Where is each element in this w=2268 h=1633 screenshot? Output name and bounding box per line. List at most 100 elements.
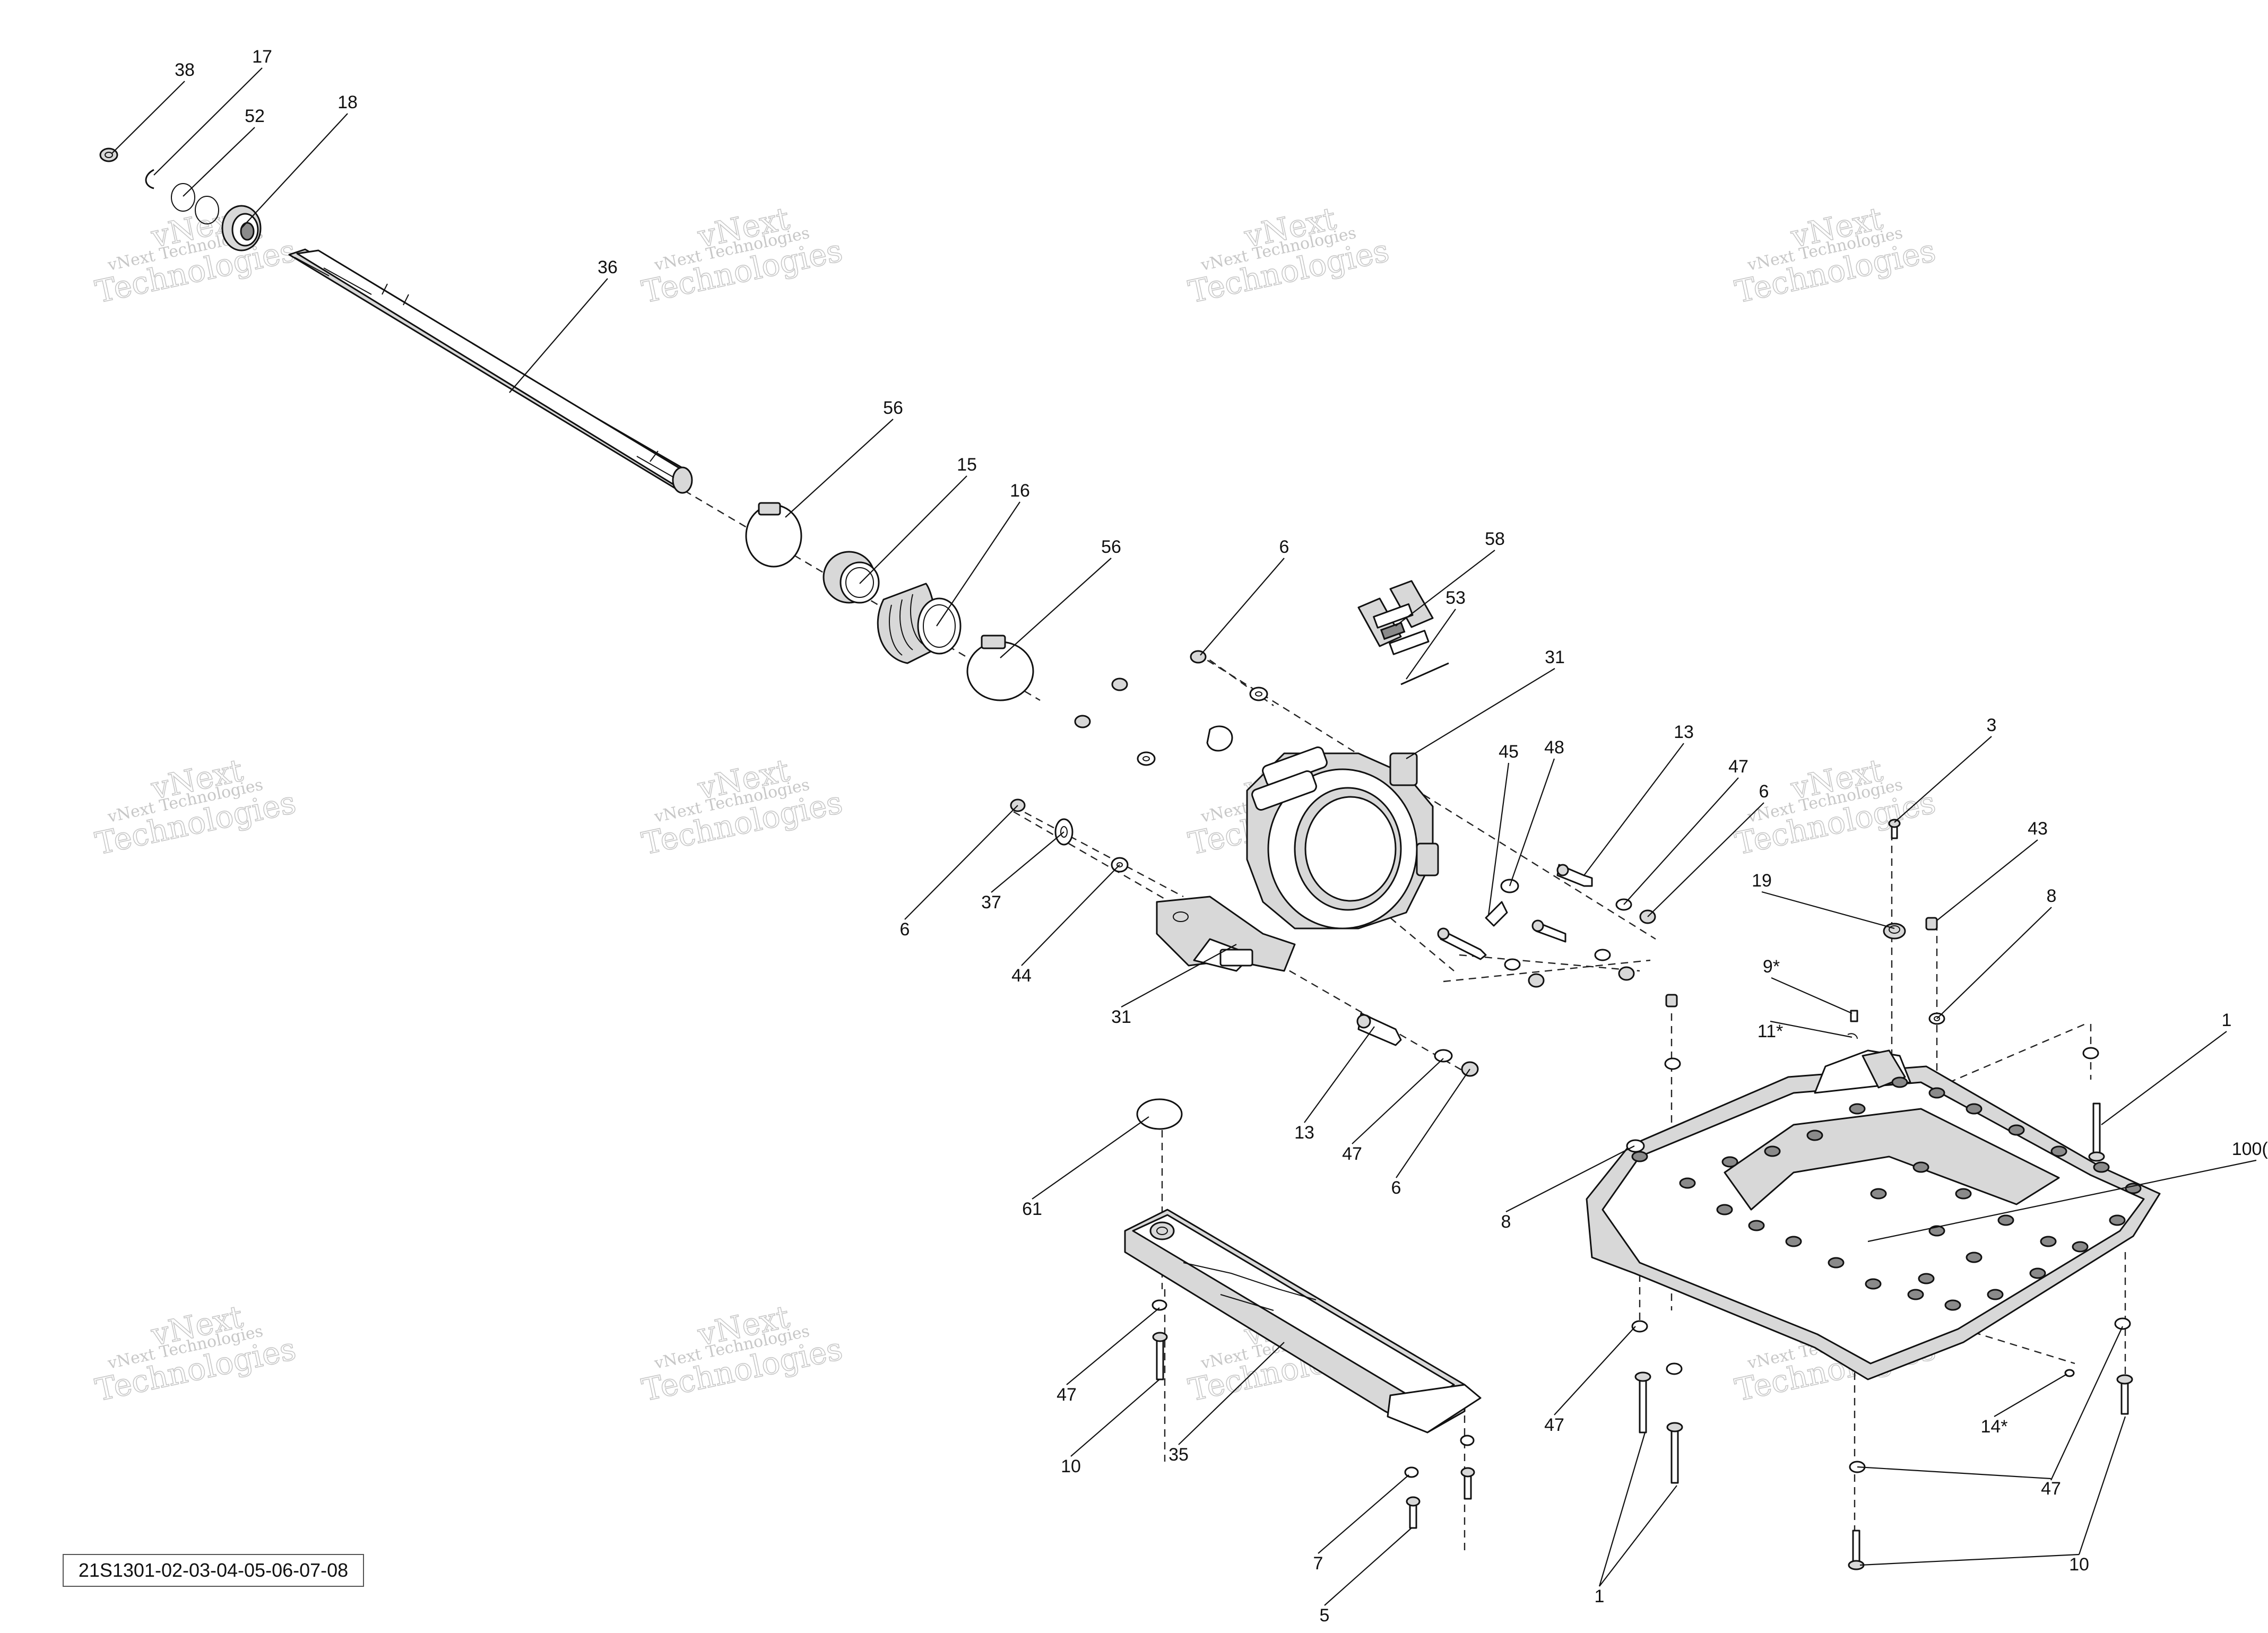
callout-label: 47	[2041, 1479, 2061, 1499]
plate-hole	[2109, 1214, 2126, 1226]
callout-leader	[1396, 1069, 1470, 1178]
callout-label: 6	[1759, 781, 1769, 802]
plate-hole	[2072, 1241, 2089, 1253]
mounting-plate	[1586, 1049, 2161, 1380]
drawing-code: 21S1301-02-03-04-05-06-07-08	[63, 1554, 364, 1587]
callout-leader	[1324, 1527, 1412, 1606]
plate-hole	[2093, 1161, 2110, 1173]
rubber-mounts-58	[1357, 580, 1434, 655]
callout-leader	[1304, 1026, 1375, 1123]
callout-leader	[1032, 1116, 1149, 1200]
plate-hole	[1966, 1103, 1983, 1115]
callout-leader	[1200, 558, 1285, 656]
plate-hole	[1928, 1225, 1945, 1237]
callout-label: 18	[337, 92, 358, 112]
plate-hole	[1966, 1252, 1983, 1263]
plate-hole	[1631, 1151, 1648, 1162]
callout-label: 3	[1987, 715, 1997, 735]
callout-label: 14*	[1980, 1417, 2007, 1437]
plate-hole	[1721, 1156, 1738, 1168]
callout-leader	[1318, 1474, 1409, 1554]
callout-leader	[1000, 558, 1112, 658]
callout-label: 58	[1485, 529, 1505, 549]
callout-leader	[111, 81, 185, 154]
spacer-ring-15	[823, 551, 880, 604]
callout-label: 35	[1168, 1445, 1189, 1465]
callout-leader	[1406, 668, 1555, 759]
callout-leader	[1352, 1058, 1444, 1144]
callout-label: 47	[1342, 1144, 1362, 1164]
callout-label: 7	[1313, 1553, 1323, 1574]
callout-leader	[1598, 1432, 1646, 1587]
callout-leader	[904, 805, 1018, 920]
callout-leader	[1583, 743, 1684, 876]
callout-label: 10	[2069, 1554, 2089, 1575]
clamp-56-lower	[966, 635, 1034, 701]
callout-label: 6	[1279, 537, 1289, 557]
callout-label: 48	[1544, 737, 1564, 758]
callout-label: 47	[1057, 1385, 1077, 1405]
callout-label: 10	[1061, 1456, 1081, 1476]
callout-leader	[1406, 609, 1456, 680]
callout-label: 47	[1544, 1415, 1564, 1435]
callout-leader	[1121, 944, 1237, 1007]
callout-label: 8	[1501, 1212, 1511, 1232]
hardware-right-housing	[1356, 864, 1656, 1077]
pin-53	[1400, 662, 1449, 685]
callout-leader	[1859, 1553, 2080, 1566]
callout-label: 13	[1674, 722, 1694, 742]
mounting-plate-holes	[1631, 1076, 2142, 1311]
callout-label: 53	[1445, 588, 1466, 608]
drive-shaft-36	[288, 248, 693, 494]
plate-hole	[1997, 1214, 2014, 1226]
plate-hole	[1870, 1188, 1887, 1200]
callout-leader	[1770, 1020, 1853, 1038]
plate-hole	[2008, 1124, 2025, 1136]
plate-hole	[2125, 1183, 2142, 1194]
callout-leader	[1395, 550, 1495, 627]
callout-leader	[785, 419, 894, 518]
callout-leader	[509, 278, 608, 393]
plate-hole	[2040, 1236, 2057, 1247]
callout-label: 31	[1111, 1007, 1131, 1027]
callout-leader	[1505, 1145, 1635, 1212]
plate-hole	[1865, 1278, 1882, 1290]
circlip-17	[145, 169, 154, 189]
callout-leader	[2078, 1416, 2126, 1555]
bearing-housing-31	[1156, 746, 1439, 972]
callout-label: 8	[2047, 886, 2057, 906]
callout-label: 43	[2028, 819, 2048, 839]
callout-leader	[1487, 762, 1510, 916]
plate-hole	[1987, 1289, 2004, 1300]
callout-leader	[2101, 1031, 2227, 1125]
disc-61	[1136, 1098, 1183, 1130]
callout-leader	[1554, 1326, 1636, 1415]
callout-label: 56	[883, 398, 903, 418]
plate-hole	[1828, 1257, 1845, 1269]
callout-leader	[153, 67, 263, 176]
callout-leaders	[111, 67, 2257, 1606]
callout-leader	[183, 127, 255, 197]
plate-hole	[1679, 1177, 1696, 1189]
plate-hole	[1918, 1273, 1935, 1284]
callout-leader	[241, 113, 348, 229]
o-rings-52	[171, 183, 219, 224]
plate-hole	[2050, 1145, 2067, 1157]
callout-label: 17	[252, 47, 272, 67]
plate-hole	[1764, 1145, 1781, 1157]
callout-leader	[1021, 864, 1120, 966]
boot-16	[877, 583, 962, 664]
callout-leader	[1761, 891, 1895, 930]
callout-leader	[1178, 1342, 1285, 1445]
callout-leader	[1066, 1307, 1160, 1385]
support-rail-35	[1124, 1209, 1482, 1434]
plate-hole	[1806, 1130, 1823, 1141]
callout-leader	[1867, 1159, 2257, 1243]
